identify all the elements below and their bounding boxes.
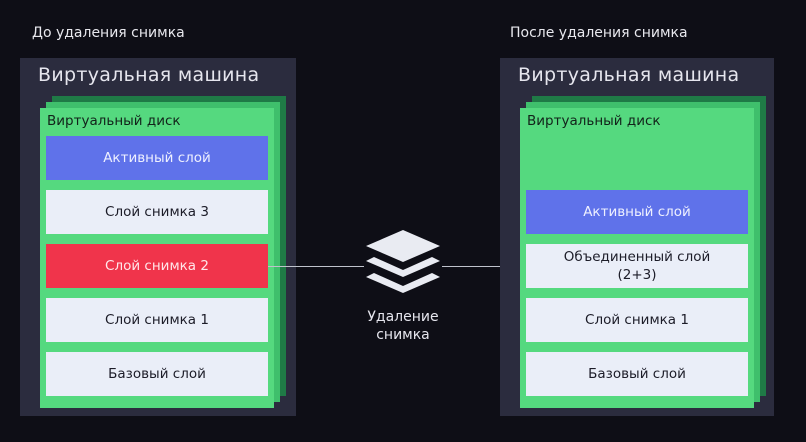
action-label: Удаление снимка — [356, 308, 450, 344]
right-layer-base: Базовый слой — [526, 352, 748, 396]
left-connector-line — [268, 266, 364, 267]
left-layer-snapshot-3: Слой снимка 3 — [46, 190, 268, 234]
right-layer-snapshot-1: Слой снимка 1 — [526, 298, 748, 342]
right-panel-caption: После удаления снимка — [510, 25, 688, 41]
right-disk-title: Виртуальный диск — [527, 113, 661, 129]
left-layer-snapshot-1: Слой снимка 1 — [46, 298, 268, 342]
left-layer-active: Активный слой — [46, 136, 268, 180]
left-layer-snapshot-2: Слой снимка 2 — [46, 244, 268, 288]
action-label-line2: снимка — [376, 327, 430, 343]
left-disk-title: Виртуальный диск — [47, 113, 181, 129]
right-connector-line — [442, 266, 526, 267]
left-vm-title: Виртуальная машина — [38, 64, 260, 86]
right-layer-merged: Объединенный слой (2+3) — [526, 244, 748, 288]
layers-stack-icon — [366, 230, 440, 293]
right-layer-active: Активный слой — [526, 190, 748, 234]
action-label-line1: Удаление — [367, 309, 439, 325]
left-panel-caption: До удаления снимка — [32, 25, 185, 41]
right-vm-title: Виртуальная машина — [518, 64, 740, 86]
left-layer-base: Базовый слой — [46, 352, 268, 396]
